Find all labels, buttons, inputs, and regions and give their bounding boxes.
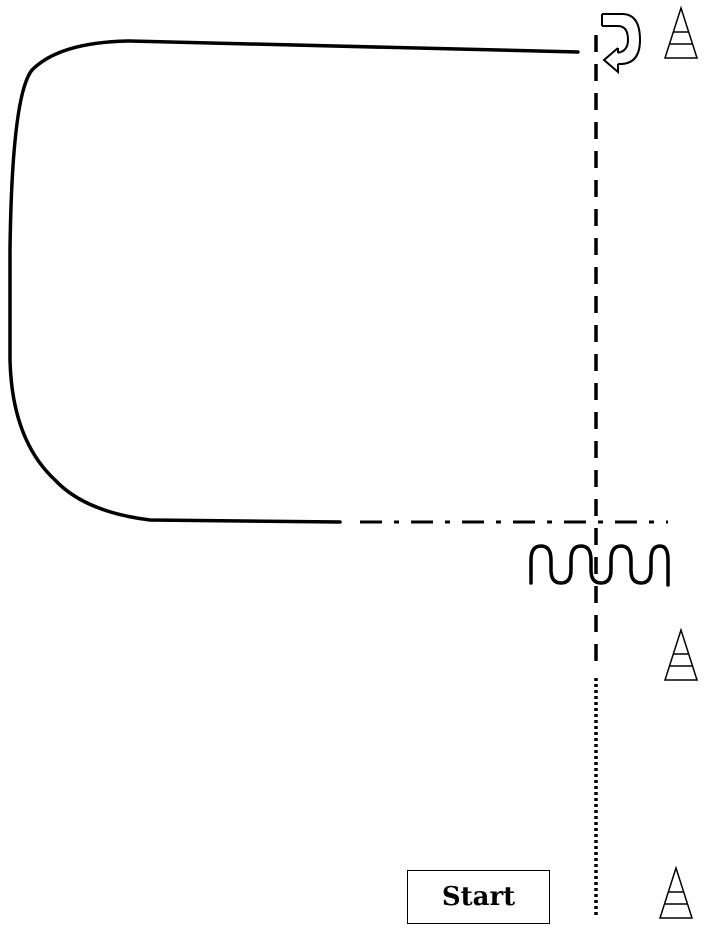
cone-icon (663, 627, 699, 681)
cone-icon (663, 5, 699, 59)
start-box: Start (407, 870, 550, 924)
start-label: Start (441, 882, 516, 912)
solid-loop-path (8, 39, 580, 524)
u-turn-arrow-icon (601, 13, 642, 75)
cone-icon (658, 865, 694, 919)
serpentine-weave-path (529, 544, 670, 587)
